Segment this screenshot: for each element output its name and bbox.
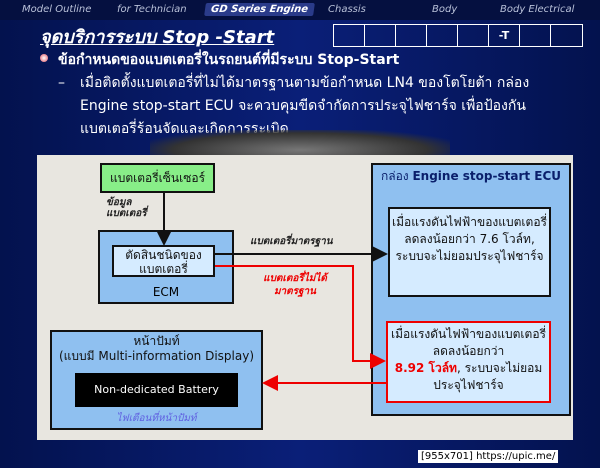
ecu-title-name: Engine stop-start ECU	[412, 169, 562, 183]
nav-body-electrical[interactable]: Body Electrical	[500, 4, 575, 15]
battery-info-label: ข้อมูล แบตเตอรี่	[106, 197, 147, 219]
nonstandard-battery-label: แบตเตอรี่ไม่ได้ มาตรฐาน	[263, 273, 327, 297]
engine-code-cells: -T	[333, 24, 583, 47]
code-cell	[427, 25, 458, 46]
standard-battery-label: แบตเตอรี่มาตรฐาน	[250, 236, 333, 247]
watermark: [955x701] https://upic.me/	[418, 450, 559, 463]
dash-marker: –	[58, 75, 65, 91]
code-cell	[396, 25, 427, 46]
rule-voltage: 8.92 โวล์ท	[394, 361, 457, 375]
code-cell	[520, 25, 551, 46]
rule-text-end: , ระบบจะไม่ยอมประจุไฟชาร์จ	[433, 361, 543, 392]
ecu-title-prefix: กล่อง	[380, 169, 413, 183]
nav-bar: Model Outline for Technician GD Series E…	[0, 0, 600, 20]
code-cell: -T	[489, 25, 520, 46]
nav-chassis[interactable]: Chassis	[328, 4, 366, 15]
nav-for-technician[interactable]: for Technician	[117, 4, 187, 15]
page-title: จุดบริการระบบ Stop -Start	[40, 27, 275, 48]
battery-sensor-box: แบตเตอรี่เซ็นเซอร์	[100, 163, 215, 193]
dashboard-subtitle: (แบบมี Multi-information Display)	[58, 349, 255, 363]
code-cell	[334, 25, 365, 46]
sub-point: – เมื่อติดตั้งแบตเตอรี่ที่ไม่ได้มาตรฐานต…	[58, 72, 580, 141]
standard-battery-rule: เมื่อแรงดันไฟฟ้าของแบตเตอรี่ลดลงน้อยกว่า…	[388, 207, 551, 297]
bullet-icon	[40, 54, 48, 62]
battery-type-judge-box: ตัดสินชนิดของแบตเตอรี่	[112, 245, 215, 277]
ecm-label: ECM	[152, 285, 180, 299]
dashboard-warning-label: ไฟเตือนที่หน้าปัมท์	[116, 413, 197, 424]
nav-body[interactable]: Body	[432, 4, 458, 15]
dashboard-title: หน้าปัมท์	[133, 334, 180, 348]
code-cell	[365, 25, 396, 46]
nonstandard-battery-rule: เมื่อแรงดันไฟฟ้าของแบตเตอรี่ลดลงน้อยกว่า…	[386, 321, 551, 403]
bullet-heading: ข้อกำหนดของแบตเตอรี่ในรถยนต์ที่มีระบบ St…	[58, 52, 400, 68]
ecu-title: กล่อง Engine stop-start ECU	[371, 167, 571, 186]
nonstandard-arrow	[215, 265, 386, 369]
nav-model-outline[interactable]: Model Outline	[22, 4, 92, 15]
dashboard-message: Non-dedicated Battery	[75, 373, 238, 407]
sub-point-text: เมื่อติดตั้งแบตเตอรี่ที่ไม่ได้มาตรฐานตาม…	[80, 75, 530, 137]
rule-text: เมื่อแรงดันไฟฟ้าของแบตเตอรี่ลดลงน้อยกว่า	[391, 327, 546, 358]
code-cell	[458, 25, 489, 46]
